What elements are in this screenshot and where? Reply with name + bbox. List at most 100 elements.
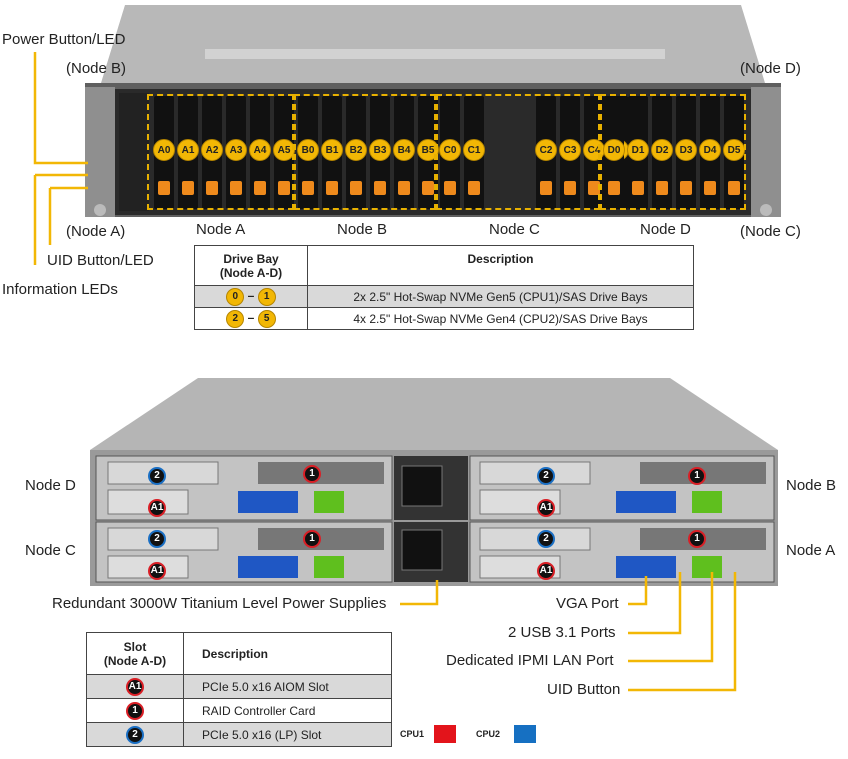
table-row: 0 – 1 2x 2.5" Hot-Swap NVMe Gen5 (CPU1)/…	[194, 285, 694, 308]
front-callout-lines	[33, 52, 88, 265]
slot-a1-badge: A1	[537, 560, 555, 580]
drive-bay-label: B5	[417, 139, 439, 161]
legend-cpu1-swatch	[434, 725, 457, 743]
drive-latch[interactable]	[656, 181, 668, 195]
drive-bay-label: B1	[321, 139, 343, 161]
bay-badge-to: 5	[257, 309, 276, 328]
drive-latch[interactable]	[422, 181, 434, 195]
ipmi-lan-callout: Dedicated IPMI LAN Port	[446, 652, 614, 669]
group-box-a	[147, 94, 294, 210]
uid-button-rear-callout: UID Button	[547, 681, 621, 698]
slot-a1-badge: A1	[148, 497, 166, 517]
drive-latch[interactable]	[326, 181, 338, 195]
slot-badge: A1	[126, 677, 144, 696]
rear-node-d-label: Node D	[25, 477, 76, 494]
drive-latch[interactable]	[278, 181, 290, 195]
drive-bay-label: A3	[225, 139, 247, 161]
drive-latch[interactable]	[680, 181, 692, 195]
drive-bay-label: A2	[201, 139, 223, 161]
drive-latch[interactable]	[254, 181, 266, 195]
drive-latch[interactable]	[608, 181, 620, 195]
drive-latch[interactable]	[374, 181, 386, 195]
drive-latch[interactable]	[468, 181, 480, 195]
row-description: PCIe 5.0 x16 (LP) Slot	[183, 722, 392, 747]
legend-cpu1-label: CPU1	[400, 729, 425, 739]
rear-chassis	[88, 378, 780, 586]
table-row: 2 PCIe 5.0 x16 (LP) Slot	[86, 722, 392, 747]
group-box-b	[294, 94, 436, 210]
rear-node-c-label: Node C	[25, 542, 76, 559]
legend-cpu2-swatch	[514, 725, 537, 743]
node-b-corner-label: (Node B)	[66, 60, 127, 77]
drive-bay-table: Drive Bay(Node A-D) Description 0 – 1 2x…	[194, 245, 694, 330]
rear-node-b-label: Node B	[786, 477, 837, 494]
slot-2-badge: 2	[148, 528, 166, 548]
drive-latch[interactable]	[230, 181, 242, 195]
node-c-corner-label: (Node C)	[740, 223, 801, 240]
slot-badge: 1	[126, 701, 144, 720]
drive-bay-label: B4	[393, 139, 415, 161]
table-row: 2 – 5 4x 2.5" Hot-Swap NVMe Gen4 (CPU2)/…	[194, 307, 694, 330]
slot-2-badge: 2	[148, 465, 166, 485]
front-node-b-label: Node B	[337, 221, 388, 238]
drive-latch[interactable]	[398, 181, 410, 195]
drive-latch[interactable]	[564, 181, 576, 195]
rear-node-a-label: Node A	[786, 542, 836, 559]
drive-latch[interactable]	[158, 181, 170, 195]
front-bay-area: A0A1A2A3A4A5B0B1B2B3B4B5C0C1C2C3C4C5D0D1…	[0, 0, 848, 240]
power-button-callout: Power Button/LED	[2, 31, 126, 48]
psu-callout: Redundant 3000W Titanium Level Power Sup…	[52, 595, 387, 612]
drive-latch[interactable]	[302, 181, 314, 195]
group-box-d	[600, 94, 746, 210]
front-node-c-label: Node C	[489, 221, 540, 238]
drive-bay-header: Drive Bay(Node A-D)	[194, 245, 308, 286]
front-node-a-label: Node A	[196, 221, 246, 238]
row-description: PCIe 5.0 x16 AIOM Slot	[183, 674, 392, 699]
drive-latch[interactable]	[540, 181, 552, 195]
drive-latch[interactable]	[350, 181, 362, 195]
group-box-c	[436, 94, 600, 210]
drive-latch[interactable]	[728, 181, 740, 195]
bay-badge-from: 0	[226, 287, 245, 306]
drive-bay-label: D4	[699, 139, 721, 161]
slot-2-badge: 2	[537, 528, 555, 548]
row-description: 4x 2.5" Hot-Swap NVMe Gen4 (CPU2)/SAS Dr…	[307, 307, 694, 330]
slot-a1-badge: A1	[537, 497, 555, 517]
description-header: Description	[307, 245, 694, 286]
node-d-corner-label: (Node D)	[740, 60, 801, 77]
drive-bay-label: D3	[675, 139, 697, 161]
legend-cpu2-label: CPU2	[476, 729, 501, 739]
slot-2-badge: 2	[537, 465, 555, 485]
drive-bay-label: D2	[651, 139, 673, 161]
description-header: Description	[183, 632, 392, 675]
drive-bay-label: A0	[153, 139, 175, 161]
rear-chassis-body	[90, 378, 778, 586]
table-row: A1 PCIe 5.0 x16 AIOM Slot	[86, 674, 392, 699]
node-a-corner-label: (Node A)	[66, 223, 126, 240]
drive-latch[interactable]	[182, 181, 194, 195]
slot-table: Slot(Node A-D) Description A1 PCIe 5.0 x…	[86, 632, 392, 747]
drive-bay-label: A4	[249, 139, 271, 161]
drive-bay-label: B2	[345, 139, 367, 161]
table-row: 1 RAID Controller Card	[86, 698, 392, 723]
drive-latch[interactable]	[632, 181, 644, 195]
bay-badge-from: 2	[226, 309, 245, 328]
drive-latch[interactable]	[444, 181, 456, 195]
slot-1-badge: 1	[688, 465, 706, 485]
slot-1-badge: 1	[303, 463, 321, 483]
slot-1-badge: 1	[688, 528, 706, 548]
drive-bay-label: C0	[439, 139, 461, 161]
slot-a1-badge: A1	[148, 560, 166, 580]
row-description: RAID Controller Card	[183, 698, 392, 723]
bay-badge-to: 1	[257, 287, 276, 306]
drive-bay-label: A1	[177, 139, 199, 161]
vga-port-callout: VGA Port	[556, 595, 619, 612]
drive-latch[interactable]	[704, 181, 716, 195]
front-node-d-label: Node D	[640, 221, 691, 238]
drive-latch[interactable]	[206, 181, 218, 195]
drive-latch[interactable]	[588, 181, 600, 195]
cpu-legend: CPU1 CPU2	[400, 724, 537, 744]
row-description: 2x 2.5" Hot-Swap NVMe Gen5 (CPU1)/SAS Dr…	[307, 285, 694, 308]
drive-bay-label: B3	[369, 139, 391, 161]
